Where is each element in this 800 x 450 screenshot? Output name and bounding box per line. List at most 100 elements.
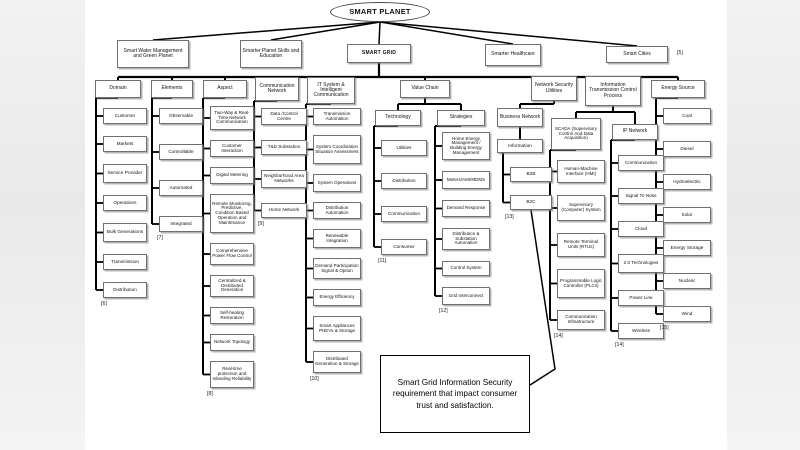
ipnetwork-item-0: Communication bbox=[618, 155, 664, 171]
itsys-item-2: System Operations bbox=[313, 174, 361, 192]
ipnetwork-item-1: Signal To Nose bbox=[618, 188, 664, 204]
level1-node-4: Smart Cities bbox=[606, 46, 668, 63]
itsys-item-7: Smart Appliances PHEVs & Storage bbox=[313, 316, 361, 341]
business-network-item-1: B2B bbox=[510, 167, 552, 182]
level1-node-1: Smarter Planet Skills and Education bbox=[240, 40, 302, 68]
diagram-content: SMART PLANET Smart Water Management and G… bbox=[85, 0, 727, 450]
domain-item-5: Transmission bbox=[103, 254, 147, 270]
ipnetwork-ref-marker: [14] bbox=[615, 342, 624, 348]
elements-item-2: Automated bbox=[159, 180, 203, 196]
energysource-item-0: Coal bbox=[663, 108, 711, 124]
energysource-item-3: Solar bbox=[663, 207, 711, 223]
business-network-item-2: B2C bbox=[510, 195, 552, 210]
itsys-item-5: Demand Participation Signal & Option bbox=[313, 258, 361, 279]
scada-item-2: Remote Terminal Units (RTUs) bbox=[557, 233, 605, 257]
level3-header-business-network: Business Network bbox=[497, 108, 543, 127]
itsys-item-0: Transmission Automation bbox=[313, 108, 361, 125]
strategies-item-2: Demand Response bbox=[442, 200, 490, 217]
level3-header-technology: Technology bbox=[375, 110, 421, 126]
level2-header-energysrc: Energy Source bbox=[651, 80, 705, 98]
ipnetwork-item-3: 2.0 Technologies bbox=[618, 254, 664, 273]
domain-item-3: Operations bbox=[103, 195, 147, 211]
domain-ref-marker: [6] bbox=[101, 301, 107, 307]
elements-item-1: Controllable bbox=[159, 144, 203, 160]
level2-header-aspect: Aspect bbox=[203, 80, 247, 98]
aspect-item-6: Self-healing Restoration bbox=[210, 307, 254, 324]
energysource-item-4: Energy Storage bbox=[663, 240, 711, 256]
strategies-item-0: Home Energy Management / Building Energy… bbox=[442, 132, 490, 160]
domain-item-2: Service Provider bbox=[103, 164, 147, 183]
commnet-item-2: Neighborhood Area Networks bbox=[261, 170, 307, 188]
domain-item-6: Distribution bbox=[103, 282, 147, 298]
elements-ref-marker: [7] bbox=[157, 235, 163, 241]
level2-header-infotrans: Information Transmission Control Process bbox=[585, 76, 641, 106]
technology-item-2: Communication bbox=[381, 206, 427, 222]
itsys-item-8: Distributed Generation & Storage bbox=[313, 351, 361, 373]
strategies-item-5: Grid Interconnect bbox=[442, 287, 490, 305]
aspect-item-8: Real-time protection and Islanding Relia… bbox=[210, 361, 254, 388]
energysource-item-6: Wind bbox=[663, 306, 711, 322]
technology-ref-marker: [11] bbox=[378, 258, 387, 264]
commnet-item-3: Home Network bbox=[261, 203, 307, 218]
level2-header-commnet: Communication Network bbox=[255, 77, 299, 101]
business-network-item-0: Information bbox=[497, 139, 543, 153]
itsys-ref-marker: [10] bbox=[310, 376, 319, 382]
business-network-ref-marker: [13] bbox=[505, 214, 514, 220]
scada-ref-marker: [14] bbox=[554, 333, 563, 339]
ipnetwork-item-4: Power Line bbox=[618, 290, 664, 306]
domain-item-0: Customer bbox=[103, 108, 147, 124]
energysource-ref-marker: [15] bbox=[660, 325, 669, 331]
ipnetwork-item-2: Cloud bbox=[618, 221, 664, 237]
strategies-item-1: Meters/AMI/MDMS bbox=[442, 171, 490, 189]
callout-security-note: Smart Grid Information Security requirem… bbox=[380, 355, 530, 433]
technology-item-0: Utilities bbox=[381, 140, 427, 156]
level2-header-netsec: Network Security Utilities bbox=[531, 76, 577, 101]
level2-header-elements: Elements bbox=[151, 80, 193, 98]
strategies-item-3: Distribution & Substation Automation bbox=[442, 228, 490, 250]
itsys-item-6: Energy Efficiency bbox=[313, 289, 361, 306]
technology-item-3: Consumer bbox=[381, 239, 427, 255]
scada-item-4: Communication Infrastructure bbox=[557, 310, 605, 330]
level3-header-ip-network: IP Network bbox=[612, 124, 658, 140]
commnet-item-0: Data /Control Centre bbox=[261, 108, 307, 125]
aspect-item-5: Centralized & Distributed Generation bbox=[210, 275, 254, 297]
letterbox-left bbox=[0, 0, 85, 450]
technology-item-1: Distribution bbox=[381, 173, 427, 189]
commnet-ref-marker: [9] bbox=[258, 221, 264, 227]
level1-node-0: Smart Water Management and Green Planet bbox=[117, 40, 189, 68]
commnet-item-1: T&D Substation bbox=[261, 140, 307, 155]
level1-node-2: SMART GRID bbox=[347, 44, 411, 63]
level2-header-itsys: IT System & Intelligent Communication bbox=[307, 77, 355, 104]
ipnetwork-item-5: Wireless bbox=[618, 323, 664, 339]
aspect-item-7: Network Topology bbox=[210, 334, 254, 351]
level2-header-valuechain: Value Chain bbox=[400, 80, 450, 98]
elements-item-3: Integrated bbox=[159, 216, 203, 232]
itsys-item-4: Renewable Integration bbox=[313, 229, 361, 248]
strategies-ref-marker: [12] bbox=[439, 308, 448, 314]
scada-item-1: Supervisory (Computer) System bbox=[557, 195, 605, 221]
level2-header-domain: Domain bbox=[95, 80, 141, 98]
letterbox-right bbox=[727, 0, 800, 450]
aspect-item-4: Comprehensive Power Flow Control bbox=[210, 243, 254, 265]
root-node-smart-planet: SMART PLANET bbox=[330, 2, 430, 22]
level3-header-scada: SCADA (Supervisory Control And Data Acqu… bbox=[551, 118, 601, 150]
level1-ref-marker: [5] bbox=[677, 50, 683, 56]
aspect-item-3: Remote Monitoring, Predictive, Condition… bbox=[210, 194, 254, 233]
level1-node-3: Smarter Healthcare bbox=[485, 44, 541, 66]
scada-item-0: Human-Machine Interface (HMI) bbox=[557, 160, 605, 183]
aspect-item-2: Digital Metering bbox=[210, 167, 254, 184]
domain-item-4: Bulk Generations bbox=[103, 223, 147, 242]
energysource-item-2: Hydroelectric bbox=[663, 174, 711, 190]
itsys-item-1: System Coordination Situation Assessment bbox=[313, 135, 361, 164]
energysource-item-1: Diesel bbox=[663, 141, 711, 157]
strategies-item-4: Control System bbox=[442, 261, 490, 276]
aspect-ref-marker: [8] bbox=[207, 391, 213, 397]
domain-item-1: Markets bbox=[103, 136, 147, 152]
elements-item-0: Observable bbox=[159, 108, 203, 124]
energysource-item-5: Nuclear bbox=[663, 273, 711, 289]
itsys-item-3: Distribution Automation bbox=[313, 202, 361, 219]
aspect-item-0: Two-Way & Real-Time Network Communicatio… bbox=[210, 106, 254, 130]
aspect-item-1: Customer Interaction bbox=[210, 140, 254, 157]
level3-header-strategies: Strategies bbox=[437, 110, 485, 126]
